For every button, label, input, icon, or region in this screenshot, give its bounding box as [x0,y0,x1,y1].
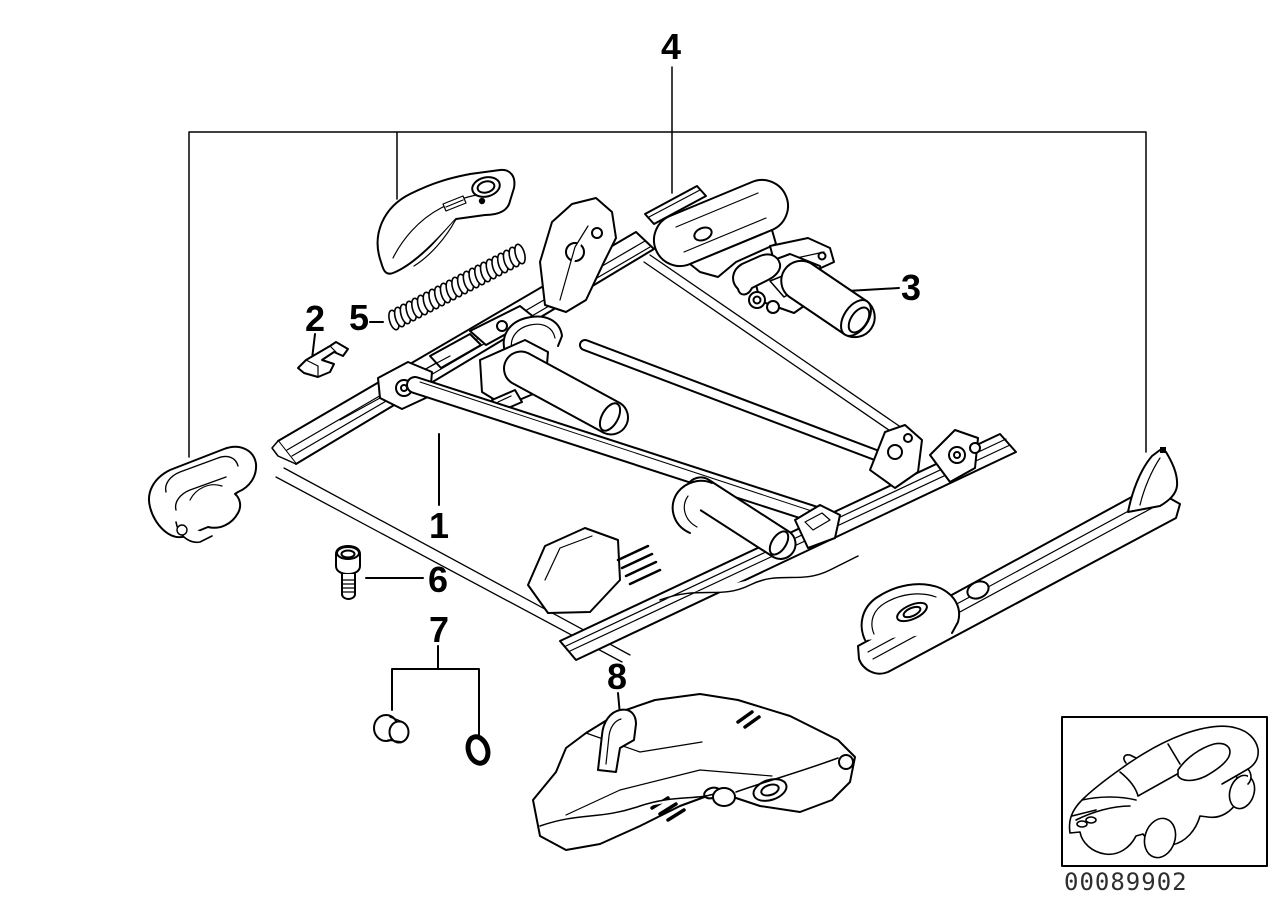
part-spring [388,243,526,331]
callout-label-6[interactable]: 6 [427,559,449,600]
part-height-motor [479,267,801,436]
part-outer-rail [857,447,1181,675]
callout-label-7[interactable]: 7 [428,609,450,650]
part-right-seat-rail [527,424,1017,661]
part-release-lever [376,168,516,275]
car-thumbnail-box [1061,716,1268,867]
part-bolt [335,545,361,600]
callout-7-bracket [391,645,480,737]
part-left-seat-rail [271,197,906,663]
callout-label-4[interactable]: 4 [660,26,682,67]
callout-3-leader [846,287,900,292]
part-drive-motor [732,237,876,339]
callout-2-leader [311,333,316,360]
part-rail-cover [644,179,789,278]
part-left-clamp [148,445,258,544]
part-o-ring [465,734,491,766]
callout-label-5[interactable]: 5 [348,297,370,338]
part-tray [532,693,856,851]
car-icon [1068,725,1259,859]
part-clip [297,341,349,378]
part-plug [373,714,410,744]
callout-label-3[interactable]: 3 [900,267,922,308]
part-front-cross-tube [406,376,847,531]
callout-label-2[interactable]: 2 [304,298,326,339]
callout-label-8[interactable]: 8 [606,656,628,697]
diagram-plate-number: 00089902 [1064,868,1188,896]
callout-label-1[interactable]: 1 [428,505,450,546]
callout-4-bracket [188,66,1147,458]
